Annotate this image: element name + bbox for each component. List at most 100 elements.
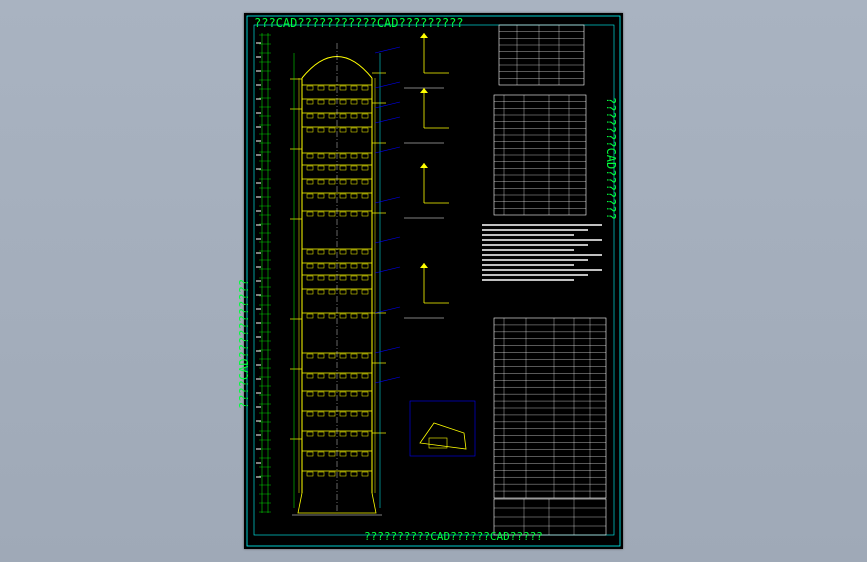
tray-cap [317, 275, 325, 281]
tray-cap [339, 85, 347, 91]
tray-cap [361, 211, 369, 217]
tower-drawing [246, 15, 621, 547]
tray-cap [328, 313, 336, 319]
tray-cap [350, 289, 358, 295]
tray-cap [350, 263, 358, 269]
tray-cap [306, 211, 314, 217]
tray-cap [317, 289, 325, 295]
tray-cap [328, 451, 336, 457]
tray-cap [317, 263, 325, 269]
tray-cap [317, 153, 325, 159]
watermark-bottom: ??????????CAD??????CAD????? [364, 530, 543, 543]
tray-cap [317, 211, 325, 217]
tray-cap [350, 211, 358, 217]
tray-cap [350, 313, 358, 319]
tray-cap [317, 373, 325, 379]
tray-cap [339, 353, 347, 359]
tray-cap [350, 165, 358, 171]
tray-cap [328, 353, 336, 359]
tray-cap [350, 193, 358, 199]
tray-cap [339, 471, 347, 477]
tray-cap [317, 193, 325, 199]
tray-cap [339, 289, 347, 295]
tray-cap [317, 353, 325, 359]
tray-cap [350, 127, 358, 133]
tray-cap [361, 193, 369, 199]
leader-line [374, 196, 401, 204]
leader-line [374, 46, 401, 54]
tray-cap [317, 113, 325, 119]
tray-cap [339, 411, 347, 417]
tray-cap [361, 263, 369, 269]
tray-cap [361, 313, 369, 319]
leader-line [374, 116, 401, 124]
tray-cap [328, 211, 336, 217]
tray-cap [361, 289, 369, 295]
tray-cap [361, 411, 369, 417]
tray-cap [339, 193, 347, 199]
tray-cap [317, 391, 325, 397]
tray-cap [350, 451, 358, 457]
tray-cap [317, 99, 325, 105]
tray-cap [317, 179, 325, 185]
detail-section-mark [420, 33, 428, 38]
tray-cap [339, 127, 347, 133]
tray-cap [361, 249, 369, 255]
tray-cap [306, 313, 314, 319]
tray-cap [306, 289, 314, 295]
tray-cap [306, 99, 314, 105]
tray-cap [306, 249, 314, 255]
tray-cap [328, 373, 336, 379]
tray-cap [328, 431, 336, 437]
tray-cap [306, 193, 314, 199]
leader-line [374, 81, 401, 89]
tray-cap [339, 373, 347, 379]
tray-cap [350, 431, 358, 437]
tray-cap [350, 353, 358, 359]
tray-cap [350, 179, 358, 185]
tray-cap [339, 179, 347, 185]
tray-cap [317, 165, 325, 171]
tray-cap [350, 99, 358, 105]
tray-cap [361, 85, 369, 91]
tray-cap [350, 471, 358, 477]
leader-line [374, 146, 401, 154]
tray-cap [339, 165, 347, 171]
tray-cap [317, 85, 325, 91]
tray-cap [350, 113, 358, 119]
tray-cap [306, 275, 314, 281]
tray-cap [328, 263, 336, 269]
tray-cap [306, 451, 314, 457]
tray-cap [328, 179, 336, 185]
tray-cap [328, 127, 336, 133]
tray-cap [317, 431, 325, 437]
tray-cap [306, 411, 314, 417]
tray-cap [350, 411, 358, 417]
tray-cap [306, 373, 314, 379]
tray-cap [350, 249, 358, 255]
tray-cap [339, 249, 347, 255]
tray-cap [306, 165, 314, 171]
tray-cap [328, 289, 336, 295]
design-data-table [498, 24, 585, 86]
tray-cap [306, 353, 314, 359]
tray-cap [306, 127, 314, 133]
tray-cap [361, 275, 369, 281]
leader-line [374, 306, 401, 314]
leader-line [374, 376, 401, 384]
tray-cap [317, 249, 325, 255]
tray-cap [361, 99, 369, 105]
tray-cap [339, 451, 347, 457]
tray-cap [328, 411, 336, 417]
tray-cap [317, 411, 325, 417]
leader-line [374, 101, 401, 109]
tray-cap [339, 431, 347, 437]
tray-cap [328, 165, 336, 171]
tray-cap [306, 391, 314, 397]
tray-cap [339, 113, 347, 119]
inner-border [253, 24, 615, 536]
drawing-sheet[interactable]: ???CAD???????????CAD????????? ??????????… [237, 13, 623, 549]
tray-cap [328, 471, 336, 477]
detail-section-mark [420, 163, 428, 168]
